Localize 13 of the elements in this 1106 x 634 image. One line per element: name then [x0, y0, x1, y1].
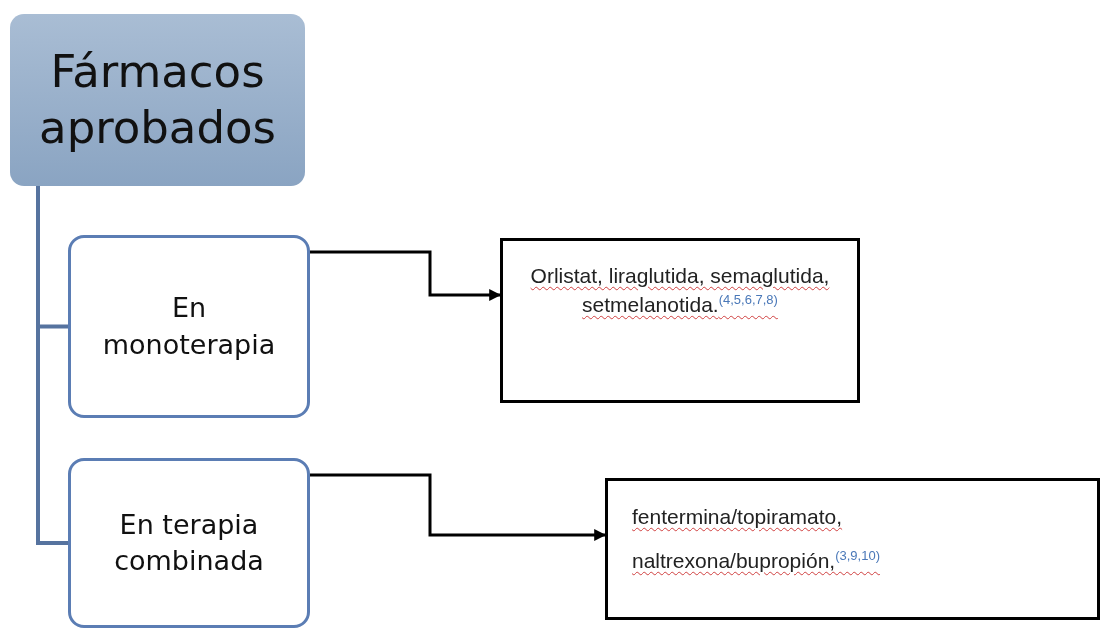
drug-list-text: fentermina/topiramato, naltrexona/bupropión,$^{(3,9,10)}$: [632, 504, 881, 575]
drug-list-box: [500, 238, 860, 403]
category-label: En terapia combinada: [113, 507, 265, 578]
arrow: [310, 250, 502, 301]
category-label: En monoterapia: [101, 291, 277, 362]
category-box: [68, 458, 310, 628]
drug-list-text: Orlistat, liraglutida, semaglutida, setmelanotida.$^{(4,5,6,7,8)}$: [529, 263, 831, 319]
drug-list-box: [605, 478, 1100, 620]
connector-line: [36, 186, 68, 545]
category-box: [68, 235, 310, 418]
arrow: [310, 473, 607, 541]
title-text: Fármacos aprobados: [38, 43, 277, 156]
title-box: [10, 14, 305, 186]
